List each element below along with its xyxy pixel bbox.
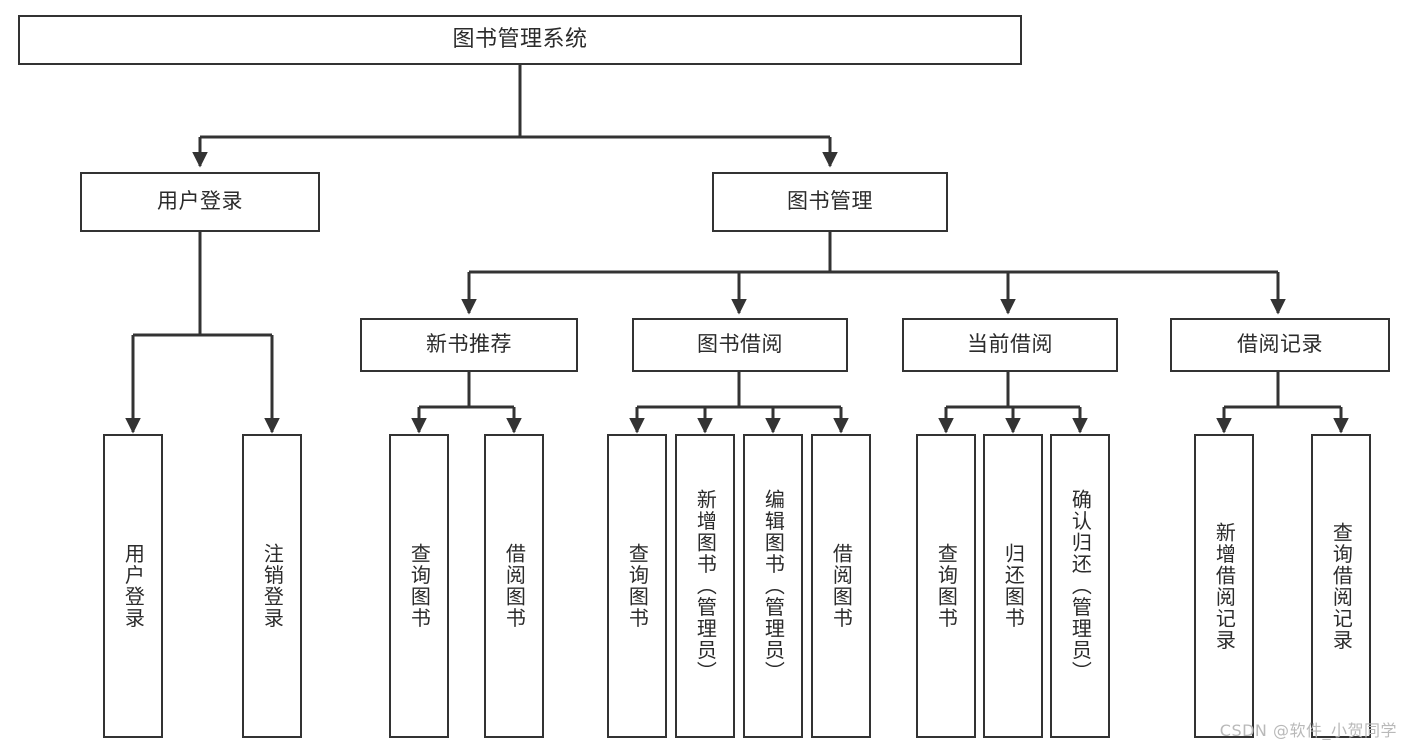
leaf-book-borrow-query[interactable]: 查询图书: [607, 434, 667, 738]
node-label: 借阅图书: [502, 543, 527, 629]
node-book-borrow[interactable]: 图书借阅: [632, 318, 848, 372]
leaf-current-borrow-query[interactable]: 查询图书: [916, 434, 976, 738]
node-label: 新增借阅记录: [1212, 521, 1237, 651]
node-label: 查询图书: [934, 543, 959, 629]
watermark: CSDN @软件_小贺同学: [1219, 721, 1397, 740]
node-label: 查询借阅记录: [1329, 521, 1354, 651]
node-label: 归还图书: [1001, 543, 1026, 629]
node-label: 借阅记录: [1237, 332, 1323, 357]
leaf-book-borrow-edit[interactable]: 编辑图书（管理员）: [743, 434, 803, 738]
node-label: 借阅图书: [829, 543, 854, 629]
node-label: 查询图书: [407, 543, 432, 629]
leaf-user-login-login[interactable]: 用户登录: [103, 434, 163, 738]
node-label: 用户登录: [157, 189, 243, 214]
node-label: 用户登录: [121, 543, 146, 629]
leaf-book-borrow-add[interactable]: 新增图书（管理员）: [675, 434, 735, 738]
node-label: 查询图书: [625, 543, 650, 629]
leaf-borrow-record-query[interactable]: 查询借阅记录: [1311, 434, 1371, 738]
leaf-user-login-logout[interactable]: 注销登录: [242, 434, 302, 738]
leaf-new-book-query[interactable]: 查询图书: [389, 434, 449, 738]
node-current-borrow[interactable]: 当前借阅: [902, 318, 1118, 372]
node-new-book-recommend[interactable]: 新书推荐: [360, 318, 578, 372]
node-label: 图书借阅: [697, 332, 783, 357]
node-root-system[interactable]: 图书管理系统: [18, 15, 1022, 65]
node-label: 图书管理: [787, 189, 873, 214]
node-label: 确认归还（管理员）: [1068, 489, 1093, 683]
leaf-current-borrow-return[interactable]: 归还图书: [983, 434, 1043, 738]
node-label: 编辑图书（管理员）: [761, 489, 786, 683]
leaf-current-borrow-confirm[interactable]: 确认归还（管理员）: [1050, 434, 1110, 738]
node-borrow-record[interactable]: 借阅记录: [1170, 318, 1390, 372]
leaf-borrow-record-add[interactable]: 新增借阅记录: [1194, 434, 1254, 738]
node-label: 图书管理系统: [452, 26, 588, 52]
node-label: 注销登录: [260, 543, 285, 629]
node-label: 当前借阅: [967, 332, 1053, 357]
node-book-management[interactable]: 图书管理: [712, 172, 948, 232]
leaf-new-book-borrow[interactable]: 借阅图书: [484, 434, 544, 738]
node-user-login[interactable]: 用户登录: [80, 172, 320, 232]
leaf-book-borrow-borrow[interactable]: 借阅图书: [811, 434, 871, 738]
node-label: 新增图书（管理员）: [693, 489, 718, 683]
node-label: 新书推荐: [426, 332, 512, 357]
